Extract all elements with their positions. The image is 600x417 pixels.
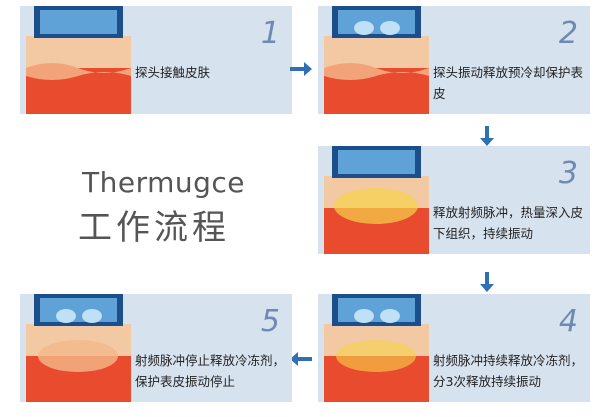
step-description: 探头接触皮肤 <box>135 62 285 83</box>
flow-arrow-icon <box>290 62 312 76</box>
step-number: 1 <box>261 16 280 51</box>
step-number: 2 <box>559 16 578 51</box>
diagram-title-chinese: 工作流程 <box>78 200 230 249</box>
device-probe-icon <box>324 146 429 254</box>
step-description: 释放射频脉冲，热量深入皮下组织，持续振动 <box>433 202 583 244</box>
device-probe-icon <box>324 294 429 402</box>
device-probe-icon <box>26 6 131 114</box>
flow-arrow-icon <box>480 126 494 146</box>
step-card-1: 1 探头接触皮肤 <box>20 6 292 114</box>
step-card-3: 3 释放射频脉冲，热量深入皮下组织，持续振动 <box>318 146 590 254</box>
step-card-5: 5 射频脉冲停止释放冷冻剂，保护表皮振动停止 <box>20 294 292 402</box>
step-card-4: 4 射频脉冲持续释放冷冻剂，分3次释放持续振动 <box>318 294 590 402</box>
step-number: 4 <box>559 304 578 339</box>
step-card-2: 2 探头振动释放预冷却保护表皮 <box>318 6 590 114</box>
step-description: 探头振动释放预冷却保护表皮 <box>433 62 583 104</box>
step-description: 射频脉冲停止释放冷冻剂，保护表皮振动停止 <box>135 350 285 392</box>
step-number: 5 <box>261 304 280 339</box>
device-probe-icon <box>324 6 429 114</box>
diagram-title-english: Thermugce <box>82 166 245 199</box>
step-description: 射频脉冲持续释放冷冻剂，分3次释放持续振动 <box>433 350 583 392</box>
flow-arrow-icon <box>480 272 494 292</box>
device-probe-icon <box>26 294 131 402</box>
flow-arrow-icon <box>290 352 312 366</box>
step-number: 3 <box>559 156 578 191</box>
